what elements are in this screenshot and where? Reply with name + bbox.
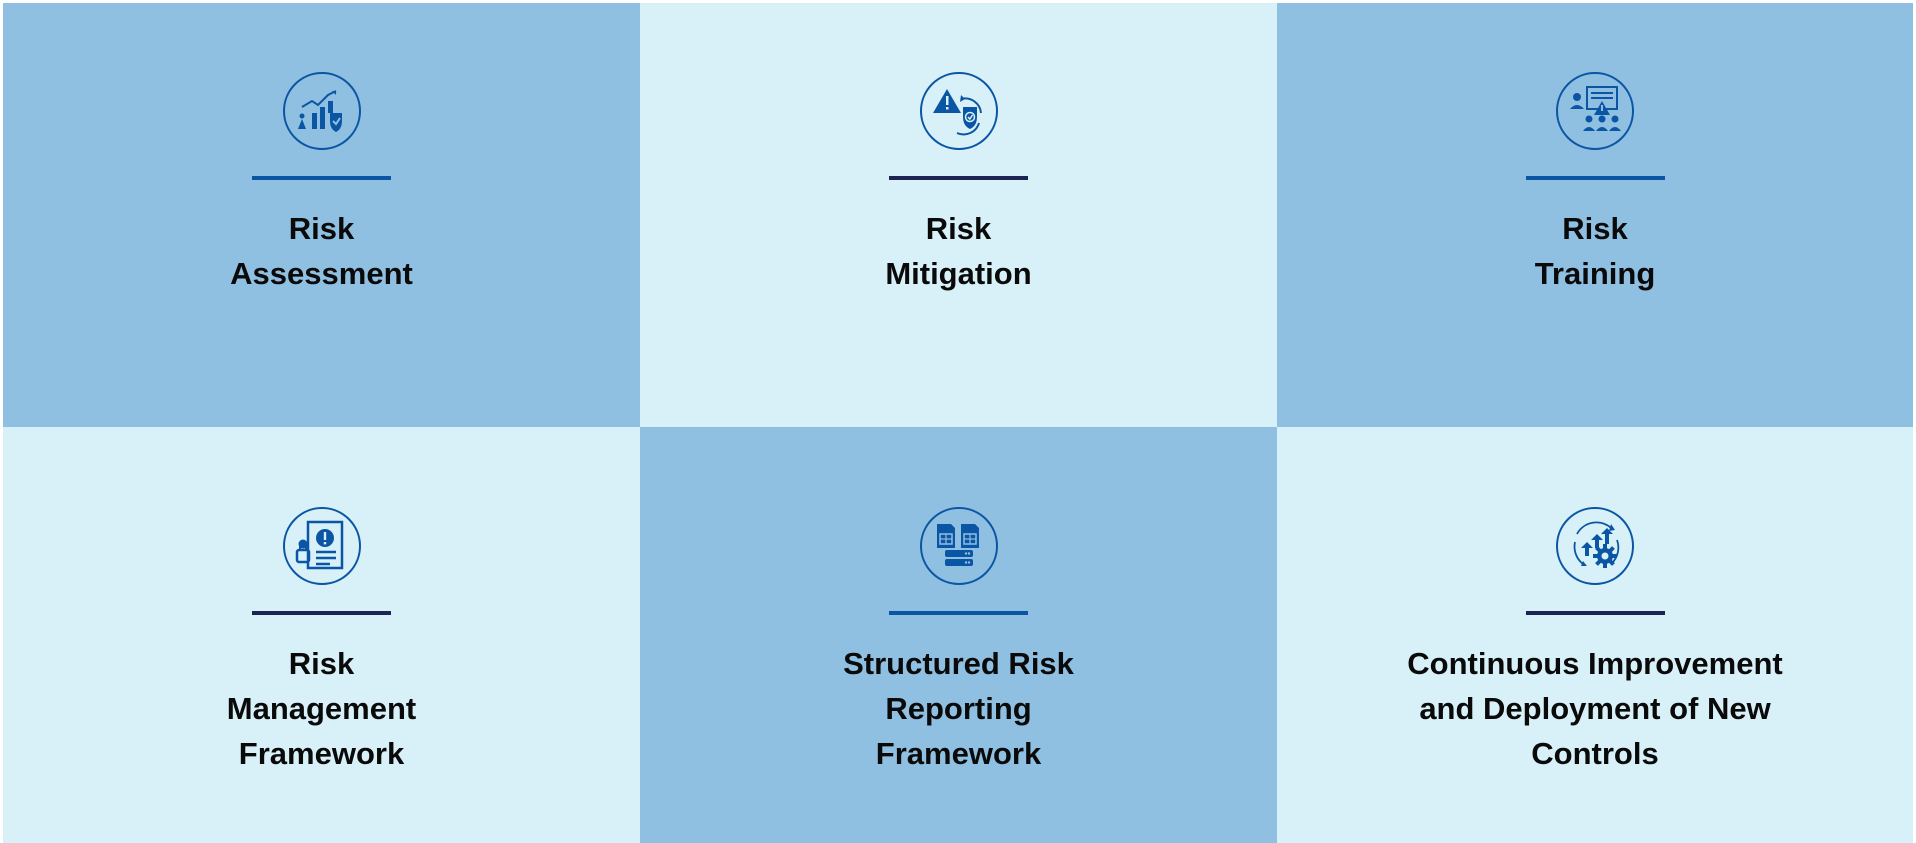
- improvement-gear-cycle-icon: [1556, 507, 1634, 585]
- tile-continuous-improvement: Continuous Improvement and Deployment of…: [1277, 427, 1913, 843]
- tile-risk-mitigation: Risk Mitigation: [640, 3, 1277, 427]
- tile-title: Risk Mitigation: [739, 206, 1179, 296]
- title-line: Management: [226, 691, 417, 726]
- title-divider: [252, 176, 391, 180]
- title-divider: [1525, 176, 1665, 180]
- title-divider: [1525, 611, 1665, 615]
- title-line: Structured Risk: [843, 646, 1074, 681]
- title-line: Training: [1534, 256, 1656, 291]
- title-divider: [252, 611, 391, 615]
- tile-title: Risk Assessment: [102, 206, 542, 296]
- title-line: Reporting: [885, 691, 1032, 726]
- title-line: Risk: [288, 211, 355, 246]
- title-line: Risk: [925, 211, 992, 246]
- title-line: Framework: [238, 736, 405, 771]
- title-line: Continuous Improvement: [1407, 646, 1783, 681]
- tile-title: Risk Management Framework: [102, 641, 542, 776]
- title-divider: [889, 176, 1028, 180]
- tile-title: Continuous Improvement and Deployment of…: [1375, 641, 1815, 776]
- reports-server-icon: [919, 507, 998, 585]
- title-line: and Deployment of New: [1419, 691, 1771, 726]
- risk-areas-grid: Risk Assessment Risk Mitigation: [3, 3, 1913, 843]
- tile-structured-risk-reporting-framework: Structured Risk Reporting Framework: [640, 427, 1277, 843]
- title-line: Risk: [1562, 211, 1628, 246]
- title-line: Assessment: [230, 256, 413, 291]
- tile-title: Structured Risk Reporting Framework: [739, 641, 1179, 776]
- tile-title: Risk Training: [1375, 206, 1815, 296]
- risk-assessment-chart-shield-icon: [282, 72, 361, 150]
- tile-risk-assessment: Risk Assessment: [3, 3, 640, 427]
- title-line: Controls: [1531, 736, 1659, 771]
- presentation-training-group-icon: [1556, 72, 1634, 150]
- title-line: Framework: [875, 736, 1042, 771]
- tile-risk-training: Risk Training: [1277, 3, 1913, 427]
- title-line: Risk: [288, 646, 355, 681]
- tile-risk-management-framework: Risk Management Framework: [3, 427, 640, 843]
- title-line: Mitigation: [885, 256, 1032, 291]
- title-divider: [889, 611, 1028, 615]
- document-person-alert-icon: [282, 507, 361, 585]
- warning-shield-cycle-icon: [919, 72, 998, 150]
